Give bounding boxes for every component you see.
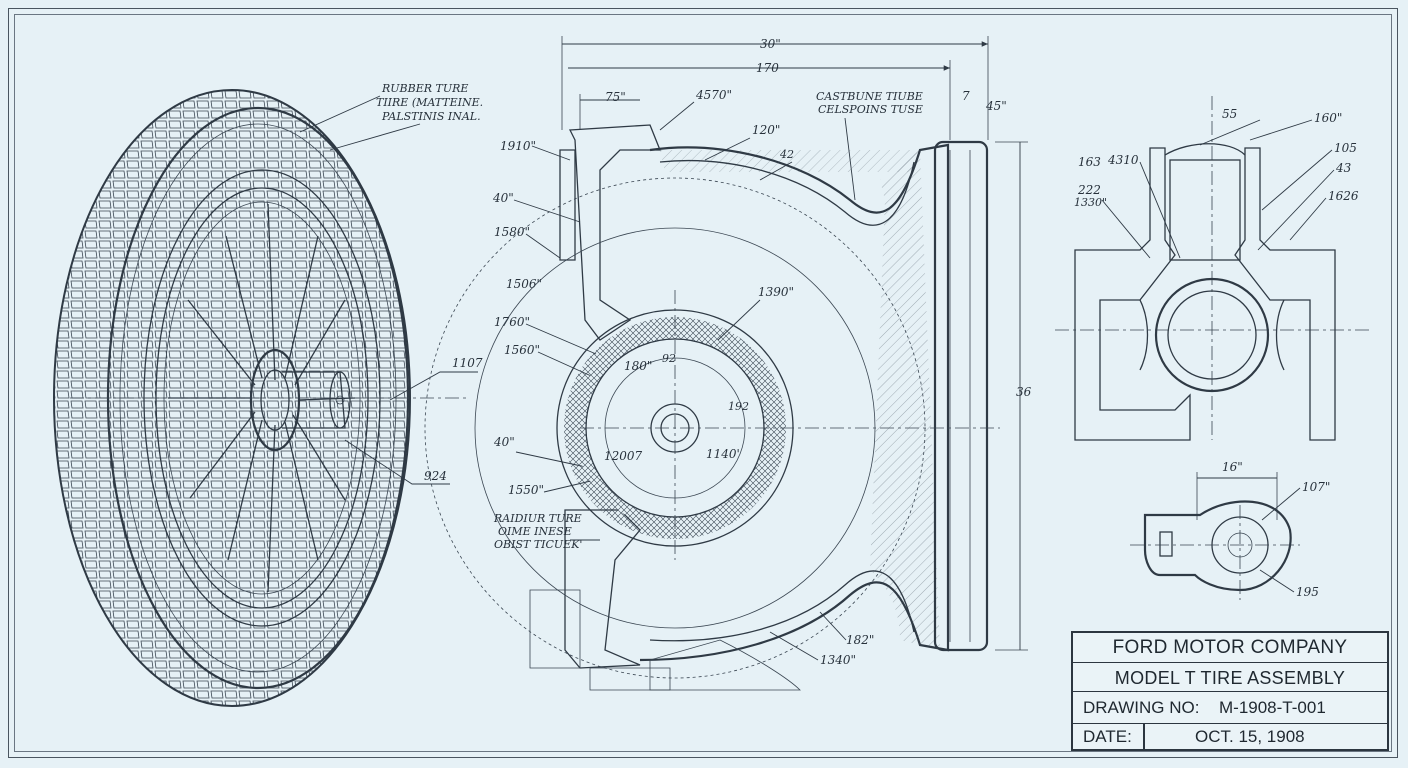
tire-material-note-2: PALSTINIS INAL. xyxy=(381,110,481,123)
axle-nut xyxy=(335,395,345,405)
base-hatch xyxy=(589,667,671,691)
bottom-note-1: RAIDIUR TURE xyxy=(493,512,582,525)
note-leader-2 xyxy=(329,123,421,151)
title-block-assembly-row: MODEL T TIRE ASSEMBLY xyxy=(1073,663,1387,692)
casing-hatch-top xyxy=(660,150,920,172)
dim-120: 120" xyxy=(752,123,780,137)
sheet-border xyxy=(8,8,1398,758)
dim-43: 43 xyxy=(1335,161,1352,175)
company-name: FORD MOTOR COMPANY xyxy=(1112,637,1348,658)
dim-12007: 12007 xyxy=(604,449,643,463)
rim-detail-view: 55 160" 105 163 4310 43 222 1330" 1626 xyxy=(1055,96,1370,441)
drawing-no-label: DRAWING NO: xyxy=(1083,698,1200,717)
dim-182: 182" xyxy=(846,633,874,647)
dim-163: 163 xyxy=(1078,155,1101,169)
bottom-note-3: OBIST TICUEK' xyxy=(494,538,582,551)
dim-195: 195 xyxy=(1296,585,1319,599)
base-hatch-left xyxy=(529,589,581,669)
tread-band xyxy=(933,140,989,652)
dim-92: 92 xyxy=(662,352,676,365)
hub-inner xyxy=(260,369,290,431)
note-leader xyxy=(299,95,381,133)
dim-4570: 4570" xyxy=(695,88,732,102)
wheel-perspective-view: RUBBER TURE TIIRE (MATTEINE. PALSTINIS I… xyxy=(53,82,483,707)
dim-4310: 4310 xyxy=(1107,153,1139,167)
dim-160: 160" xyxy=(1314,111,1342,125)
hub-barrel xyxy=(282,371,346,429)
dim-180: 180" xyxy=(624,359,652,373)
casing-note-2: CELSPOINS TUSE xyxy=(818,103,923,116)
hub-flange xyxy=(249,348,301,452)
dim-55: 55 xyxy=(1222,107,1237,121)
assembly-name: MODEL T TIRE ASSEMBLY xyxy=(1114,668,1346,688)
sheet-inner-border xyxy=(14,14,1392,752)
dim-1330: 1330" xyxy=(1074,196,1107,209)
date-value: OCT. 15, 1908 xyxy=(1195,727,1305,746)
clamp-upper xyxy=(559,149,576,261)
callout-1760: 1760" xyxy=(494,315,530,329)
lower-rim-section xyxy=(564,509,641,669)
sidewall-hatch xyxy=(870,150,940,650)
casing-note-1: CASTBUNE TIUBE xyxy=(816,90,923,103)
valve-detail-view: 16" 107" 195 xyxy=(1130,460,1330,600)
title-block: FORD MOTOR COMPANY MODEL T TIRE ASSEMBLY… xyxy=(1071,631,1389,751)
bottom-note-2: OIME INESE xyxy=(498,525,572,538)
valve-cap-slot xyxy=(1159,531,1173,557)
upper-rim-section xyxy=(568,124,661,341)
callout-1560: 1560" xyxy=(504,343,540,357)
title-block-company-row: FORD MOTOR COMPANY xyxy=(1073,633,1387,663)
dim-107: 107" xyxy=(1302,480,1330,494)
callout-1107: 1107 xyxy=(452,356,483,370)
hub-cap xyxy=(329,371,351,429)
tire-material-note: TIIRE (MATTEINE. xyxy=(376,96,483,109)
callout-924-leader xyxy=(344,439,450,485)
rubber-tire-note: RUBBER TURE xyxy=(381,82,468,95)
valve-stem-top xyxy=(1164,143,1246,156)
dim-4570-leader xyxy=(659,101,695,131)
dim-1140: 1140' xyxy=(706,447,740,461)
dim-222: 222 xyxy=(1077,183,1101,197)
title-block-drawing-no-row: DRAWING NO: M-1908-T-001 xyxy=(1073,692,1387,724)
dim-1390: 1390" xyxy=(758,285,794,299)
dim-45: 45" xyxy=(985,99,1007,113)
dim-170: 170 xyxy=(756,61,779,75)
callout-924: 924 xyxy=(424,469,447,483)
dim-75: 75" xyxy=(605,90,626,104)
drawing-no-value: M-1908-T-001 xyxy=(1219,698,1326,717)
dim-7: 7 xyxy=(962,89,970,103)
detail-tube-inner xyxy=(1167,290,1257,380)
callout-1107-leader xyxy=(389,371,478,401)
valve-body xyxy=(1169,159,1241,261)
dim-105: 105 xyxy=(1334,141,1357,155)
date-divider xyxy=(1143,724,1145,749)
tire-cross-section-view: 30" 170 75" 4570" 120" 42 CASTBUNE TIUBE… xyxy=(424,36,1032,691)
callout-40-a: 40" xyxy=(492,191,514,205)
valve-cap-body xyxy=(1143,500,1292,592)
callout-1580: 1580" xyxy=(494,225,530,239)
dim-16: 16" xyxy=(1222,460,1243,474)
dim-1340: 1340" xyxy=(820,653,856,667)
title-block-date-row: DATE: OCT. 15, 1908 xyxy=(1073,724,1387,749)
callout-1910: 1910" xyxy=(500,139,536,153)
dim-30: 30" xyxy=(760,37,781,51)
callout-40-b: 40" xyxy=(493,435,515,449)
dim-36: 36 xyxy=(1016,385,1032,399)
dim-192: 192 xyxy=(728,400,749,413)
detail-tube-outer xyxy=(1154,277,1270,393)
dim-1626: 1626 xyxy=(1328,189,1359,203)
date-label: DATE: xyxy=(1083,727,1132,746)
detail-bead-curves xyxy=(1139,299,1285,371)
callout-1550: 1550" xyxy=(508,483,544,497)
casing-inner-line-lower xyxy=(649,570,915,642)
base-bulge xyxy=(649,639,801,691)
